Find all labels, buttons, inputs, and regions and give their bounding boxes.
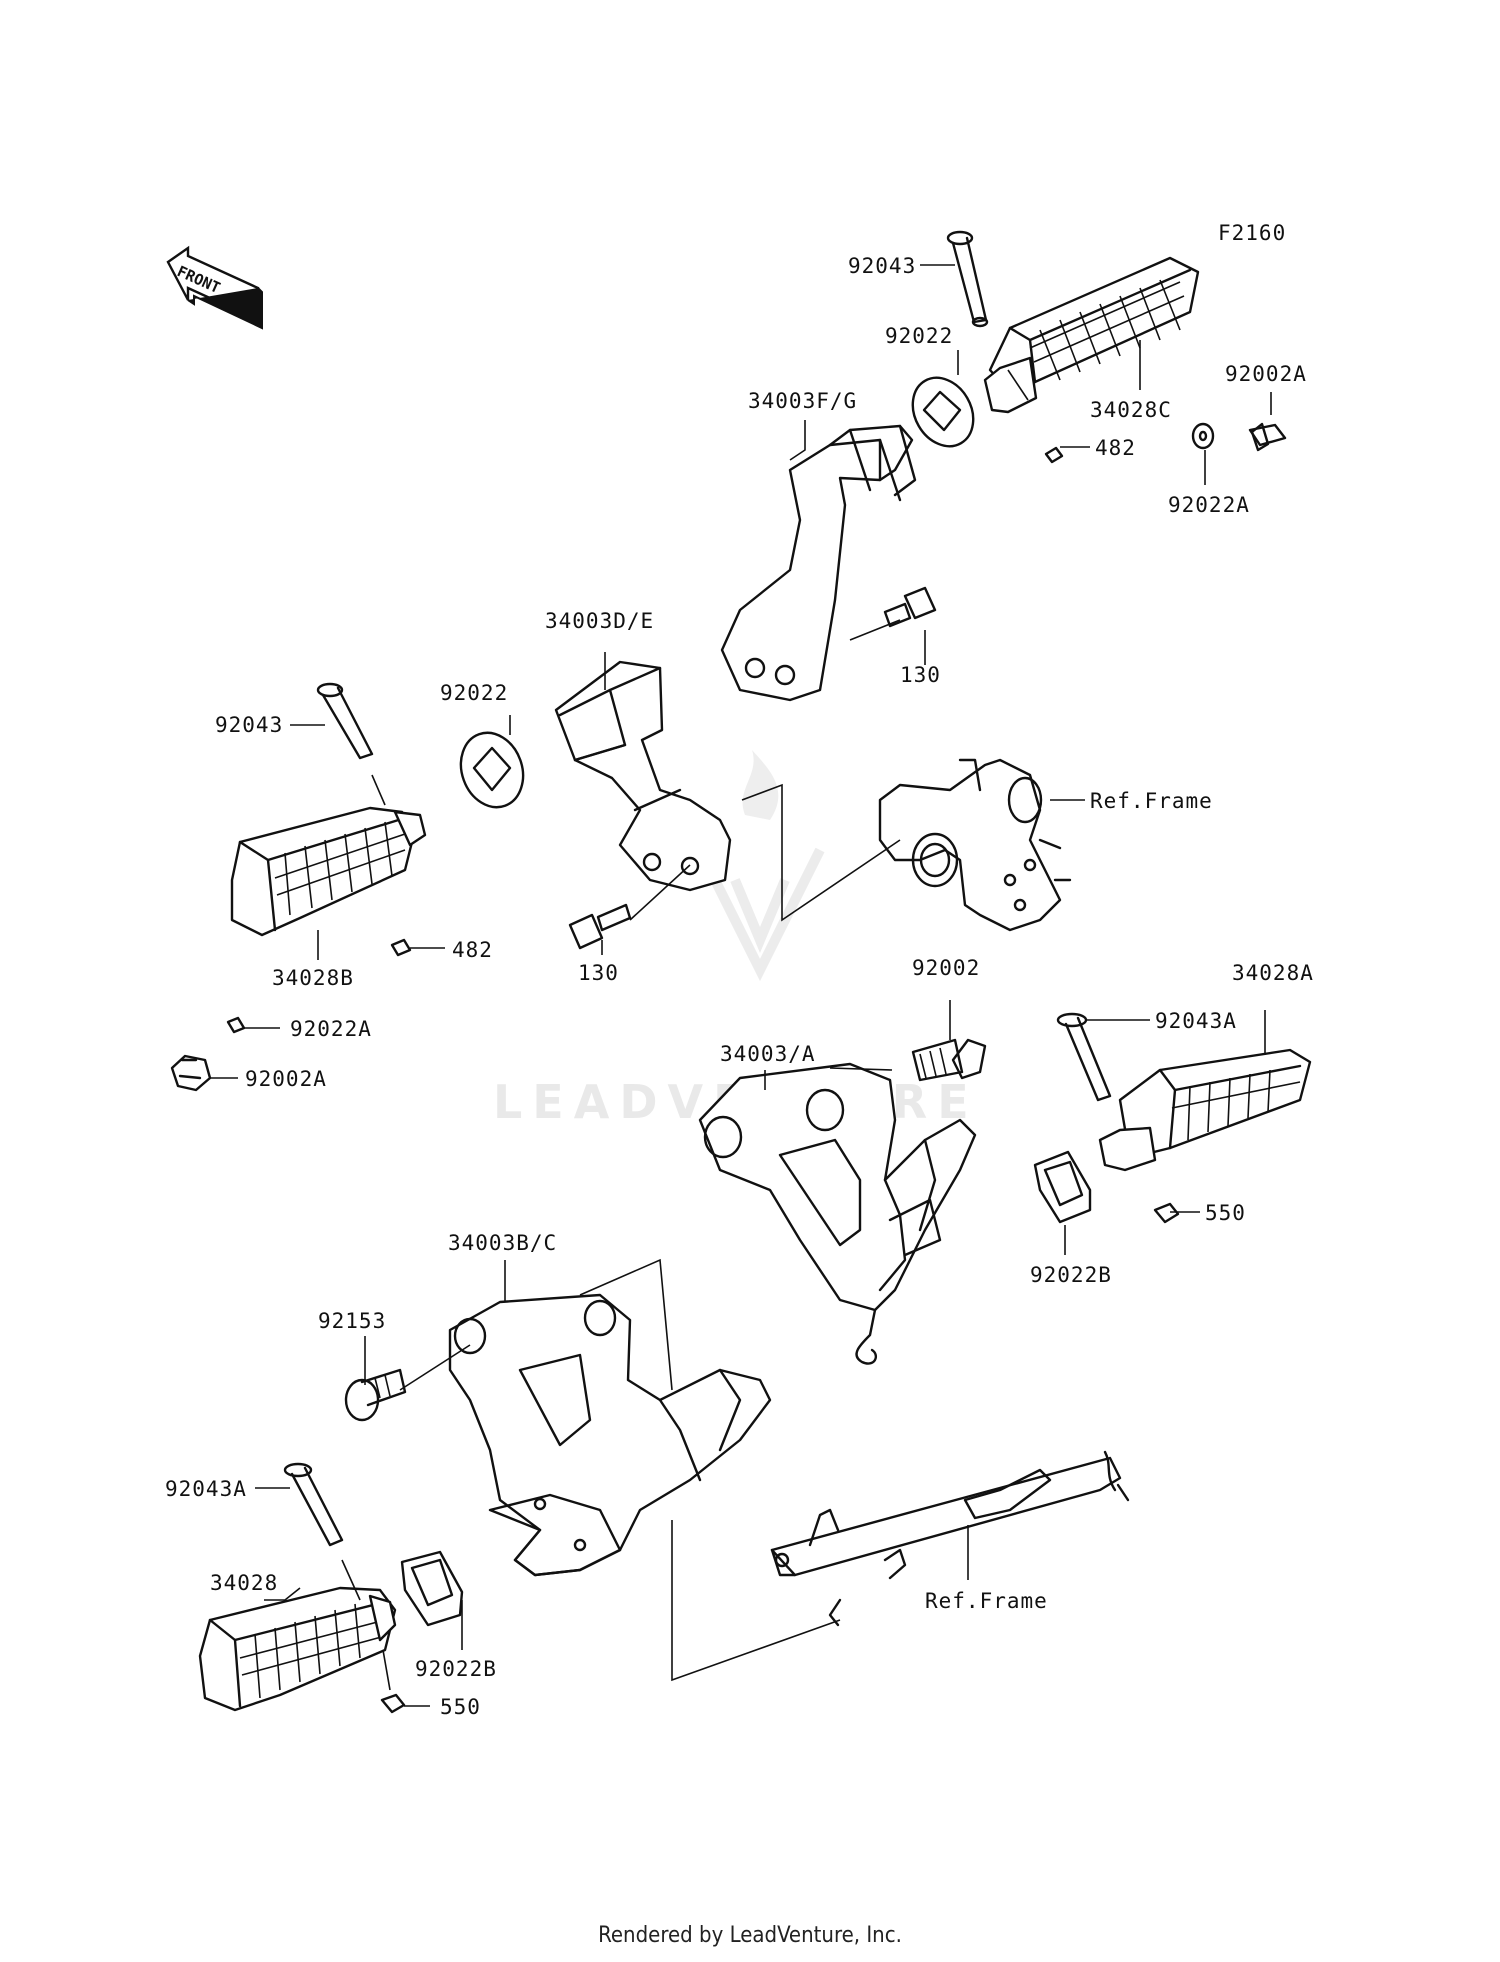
label-92043-left: 92043	[215, 713, 283, 737]
label-482-top: 482	[1095, 436, 1136, 460]
ref-frame-lower	[770, 1450, 1130, 1627]
label-130-top: 130	[900, 663, 941, 687]
part-34003A-bracket	[698, 1062, 977, 1365]
label-34028: 34028	[210, 1571, 278, 1595]
label-34003FG: 34003F/G	[748, 389, 857, 413]
label-92022-left: 92022	[440, 681, 508, 705]
label-92022A-left: 92022A	[290, 1017, 372, 1041]
label-550-lower: 550	[440, 1695, 481, 1719]
ref-frame-upper	[878, 758, 1072, 932]
label-550-right: 550	[1205, 1201, 1246, 1225]
label-34028A: 34028A	[1232, 961, 1314, 985]
part-130-bolt-left	[568, 903, 632, 950]
part-34028B-footpeg	[230, 806, 427, 937]
label-92022B-lower: 92022B	[415, 1657, 497, 1681]
label-92043A-lower: 92043A	[165, 1477, 247, 1501]
part-34003FG-bracket	[720, 424, 917, 702]
part-92153-bolt	[344, 1368, 407, 1422]
label-92022B-right: 92022B	[1030, 1263, 1112, 1287]
label-34003A: 34003/A	[720, 1042, 816, 1066]
part-92002A-bolt-left	[170, 1054, 212, 1092]
label-92002A-top: 92002A	[1225, 362, 1307, 386]
label-ref-frame-upper: Ref.Frame	[1090, 789, 1213, 813]
label-34003BC: 34003B/C	[448, 1231, 557, 1255]
assembly-line-upper	[741, 783, 901, 922]
part-92022B-bushing-right	[1033, 1150, 1092, 1224]
label-34028C: 34028C	[1090, 398, 1172, 422]
part-92002A-bolt-top	[1248, 422, 1287, 452]
leader-lines	[210, 264, 1272, 1707]
label-92022-top: 92022	[885, 324, 953, 348]
part-92043-pin-left	[316, 682, 374, 760]
watermark-logo: LEADVENTURE	[493, 750, 969, 1129]
footer-credit: Rendered by LeadVenture, Inc.	[598, 1923, 902, 1948]
part-34003DE-bracket	[554, 660, 732, 892]
label-92153: 92153	[318, 1309, 386, 1333]
assembly-line-lower-top	[579, 1258, 673, 1391]
part-92022B-bushing-lower	[400, 1550, 464, 1627]
part-92002-bolt	[911, 1038, 987, 1082]
part-34028A-footpeg	[1098, 1048, 1312, 1172]
part-130-bolt-top	[883, 586, 937, 628]
front-arrow-icon: FRONT	[166, 245, 263, 330]
part-550-cotter-lower	[380, 1693, 406, 1714]
part-92043A-pin-lower	[283, 1462, 344, 1547]
part-92022-bushing-left	[459, 731, 525, 809]
part-482-cotter-top	[1044, 446, 1064, 464]
part-92043A-pin-right	[1056, 1012, 1112, 1102]
label-92043-top: 92043	[848, 254, 916, 278]
label-92043A-right: 92043A	[1155, 1009, 1237, 1033]
part-482-cotter-left	[390, 938, 412, 957]
assembly-line-lower-bottom	[671, 1520, 841, 1682]
part-92043-pin-top	[946, 230, 989, 328]
label-130-left: 130	[578, 961, 619, 985]
part-34028-footpeg	[198, 1586, 397, 1712]
label-34003DE: 34003D/E	[545, 609, 654, 633]
label-92022A-top: 92022A	[1168, 493, 1250, 517]
part-92022A-washer-top	[1191, 422, 1215, 450]
label-34028B: 34028B	[272, 966, 354, 990]
part-92022A-washer-left	[226, 1016, 246, 1034]
figure-code: F2160	[1218, 221, 1286, 245]
part-550-cotter-right	[1153, 1202, 1180, 1224]
label-482-left: 482	[452, 938, 493, 962]
label-92002: 92002	[912, 956, 980, 980]
part-34003BC-bracket	[448, 1293, 772, 1577]
label-ref-frame-lower: Ref.Frame	[925, 1589, 1048, 1613]
label-92002A-left: 92002A	[245, 1067, 327, 1091]
part-92022-bushing-top	[911, 376, 975, 448]
part-34028C-footpeg	[983, 256, 1200, 414]
part-labels: 92043 92022 34003F/G 34028C 92002A 482 9…	[165, 254, 1314, 1719]
